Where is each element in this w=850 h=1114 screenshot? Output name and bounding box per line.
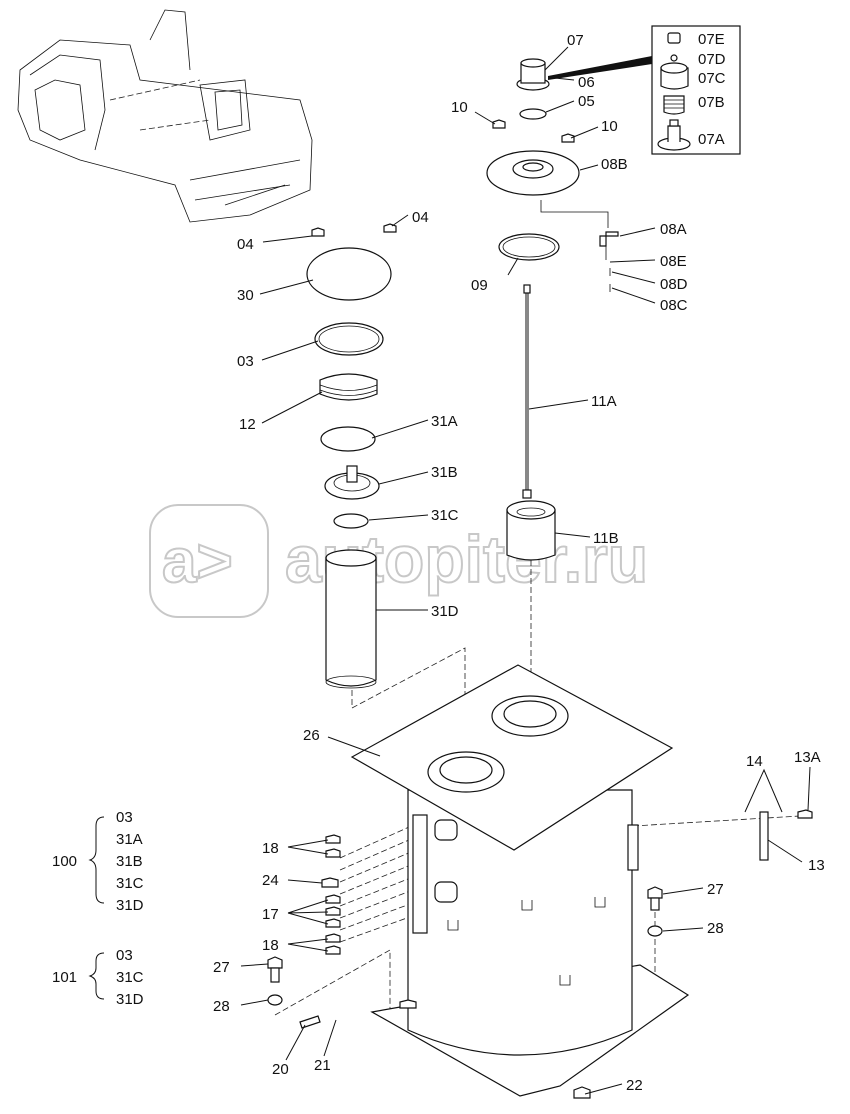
kit-code: 101 xyxy=(52,969,77,986)
label-04-right: 04 xyxy=(412,209,429,226)
label-21: 21 xyxy=(314,1057,331,1074)
label-07: 07 xyxy=(567,32,584,49)
label-11B: 11B xyxy=(593,530,619,547)
breather-cap-assembly xyxy=(486,58,619,561)
o-ring-03 xyxy=(314,322,384,356)
part-07E xyxy=(667,32,681,44)
label-07B: 07B xyxy=(698,94,725,111)
cover-filter-stack xyxy=(306,223,397,689)
label-05: 05 xyxy=(578,93,595,110)
leader-lines xyxy=(88,46,811,1095)
label-18-lower: 18 xyxy=(262,937,279,954)
o-ring-05 xyxy=(519,108,547,120)
kit-item: 31D xyxy=(116,991,144,1008)
label-28-right: 28 xyxy=(707,920,724,937)
tank-shell xyxy=(407,789,633,1056)
label-07A: 07A xyxy=(698,131,725,148)
excavator-thumbnail xyxy=(17,9,313,223)
kit-code: 100 xyxy=(52,853,77,870)
label-08D: 08D xyxy=(660,276,688,293)
label-08C: 08C xyxy=(660,297,688,314)
part-07B xyxy=(663,95,685,115)
cover-30 xyxy=(306,247,392,301)
label-27-left: 27 xyxy=(213,959,230,976)
label-18-upper: 18 xyxy=(262,840,279,857)
hydraulic-tank xyxy=(350,664,690,1099)
label-28-left: 28 xyxy=(213,998,230,1015)
label-07C: 07C xyxy=(698,70,726,87)
part-07D xyxy=(670,54,678,62)
label-10-right: 10 xyxy=(601,118,618,135)
label-08E: 08E xyxy=(660,253,687,270)
label-17: 17 xyxy=(262,906,279,923)
label-11A: 11A xyxy=(591,393,617,410)
callout-labels: 07 06 05 10 10 08B 07E 07D 07C 07B 07A 0… xyxy=(213,31,825,1094)
label-08B: 08B xyxy=(601,156,628,173)
label-13A: 13A xyxy=(794,749,821,766)
kit-item: 31C xyxy=(116,969,144,986)
label-22: 22 xyxy=(626,1077,643,1094)
kit-101: 101 03 31C 31D xyxy=(52,947,144,1008)
label-26: 26 xyxy=(303,727,320,744)
label-08A: 08A xyxy=(660,221,687,238)
strainer-11B xyxy=(506,509,556,561)
label-06: 06 xyxy=(578,74,595,91)
label-27-right: 27 xyxy=(707,881,724,898)
watermark-logo-box xyxy=(149,504,269,618)
label-04-left: 04 xyxy=(237,236,254,253)
kit-100: 100 03 31A 31B 31C 31D xyxy=(52,809,144,914)
kit-item: 03 xyxy=(116,947,133,964)
tank-top-plate xyxy=(350,664,674,851)
label-13: 13 xyxy=(808,857,825,874)
label-10-left: 10 xyxy=(451,99,468,116)
label-14: 14 xyxy=(746,753,763,770)
part-07C xyxy=(660,67,689,90)
label-07E: 07E xyxy=(698,31,725,48)
label-07D: 07D xyxy=(698,51,726,68)
label-24: 24 xyxy=(262,872,279,889)
gauge-13 xyxy=(759,811,769,861)
kit-item: 31B xyxy=(116,853,143,870)
label-30: 30 xyxy=(237,287,254,304)
label-03: 03 xyxy=(237,353,254,370)
watermark-logo-glyph: a> xyxy=(162,527,233,596)
kit-item: 31D xyxy=(116,897,144,914)
watermark: a> autopiter.ru xyxy=(149,504,649,618)
label-31D: 31D xyxy=(431,603,459,620)
label-20: 20 xyxy=(272,1061,289,1078)
label-12: 12 xyxy=(239,416,256,433)
kit-item: 03 xyxy=(116,809,133,826)
label-31B: 31B xyxy=(431,464,458,481)
connection-lines xyxy=(274,560,801,1016)
kit-item: 31C xyxy=(116,875,144,892)
spring-12 xyxy=(319,373,378,401)
o-ring-31C xyxy=(333,513,369,529)
filter-element-31D xyxy=(325,557,377,687)
label-31A: 31A xyxy=(431,413,458,430)
label-09: 09 xyxy=(471,277,488,294)
part-07A xyxy=(667,125,681,142)
inset-box-07 xyxy=(548,25,741,155)
o-ring-09 xyxy=(498,233,560,261)
kit-item: 31A xyxy=(116,831,143,848)
o-ring-31A xyxy=(320,426,376,452)
label-31C: 31C xyxy=(431,507,459,524)
